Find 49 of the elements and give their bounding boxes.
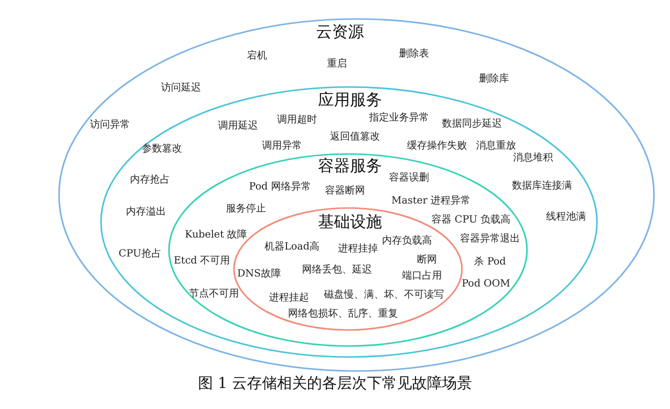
fault-label: 进程挂起 (269, 292, 309, 304)
fault-label: 容器断网 (325, 186, 365, 196)
fault-label: 内存抢占 (130, 174, 170, 186)
fault-label: 节点不可用 (189, 288, 239, 300)
fault-label: 数据同步延迟 (442, 118, 502, 130)
fault-label: 调用延迟 (218, 120, 258, 132)
fault-label: Etcd 不可用 (174, 256, 230, 266)
fault-label: 容器误删 (389, 172, 429, 184)
fault-label: Kubelet 故障 (184, 230, 248, 240)
fault-label: 磁盘慢、满、坏、不可读写 (324, 290, 444, 300)
fault-label: 重启 (327, 58, 347, 70)
fault-label: 网络包损坏、乱序、重复 (288, 308, 398, 320)
figure-caption: 图 1 云存储相关的各层次下常见故障场景 (198, 374, 472, 392)
fault-label: 访问延迟 (161, 82, 201, 94)
fault-label: 消息堆积 (513, 152, 553, 164)
fault-label: 调用超时 (277, 114, 317, 126)
fault-label: 返回值篡改 (330, 132, 380, 142)
fault-label: 缓存操作失败 (407, 140, 467, 152)
fault-label: 删除库 (479, 74, 509, 84)
fault-label: 服务停止 (226, 204, 266, 214)
fault-label: 断网 (417, 254, 437, 266)
fault-label: 容器异常退出 (460, 234, 520, 244)
fault-label: DNS故障 (237, 268, 281, 280)
fault-label: 内存负载高 (382, 236, 432, 246)
fault-label: 机器Load高 (264, 242, 320, 252)
fault-label: Pod 网络异常 (249, 182, 311, 192)
fault-label: CPU抢占 (118, 248, 162, 260)
fault-label: 调用异常 (262, 140, 302, 152)
fault-label: 指定业务异常 (369, 112, 429, 124)
fault-label: Master 进程异常 (391, 196, 471, 206)
fault-label: 删除表 (399, 48, 429, 60)
fault-label: 访问异常 (90, 120, 130, 130)
fault-label: 杀 Pod (474, 256, 506, 268)
fault-label: 消息重放 (476, 140, 516, 152)
fault-label: 容器 CPU 负载高 (432, 214, 510, 226)
layer-title: 基础设施 (318, 213, 382, 231)
layer-title: 容器服务 (318, 157, 382, 175)
fault-label: 数据库连接满 (512, 180, 572, 192)
fault-label: Pod OOM (462, 278, 510, 290)
fault-label: 线程池满 (546, 212, 586, 222)
layer-title: 云资源 (316, 23, 364, 41)
fault-label: 内存溢出 (126, 206, 166, 218)
layer-title: 应用服务 (318, 91, 382, 109)
fault-label: 网络丢包、延迟 (302, 264, 372, 276)
fault-label: 进程挂掉 (338, 244, 378, 254)
fault-label: 端口占用 (402, 270, 442, 282)
fault-label: 参数篡改 (142, 144, 182, 154)
fault-label: 宕机 (247, 50, 267, 62)
layer-ellipse (58, 18, 655, 372)
